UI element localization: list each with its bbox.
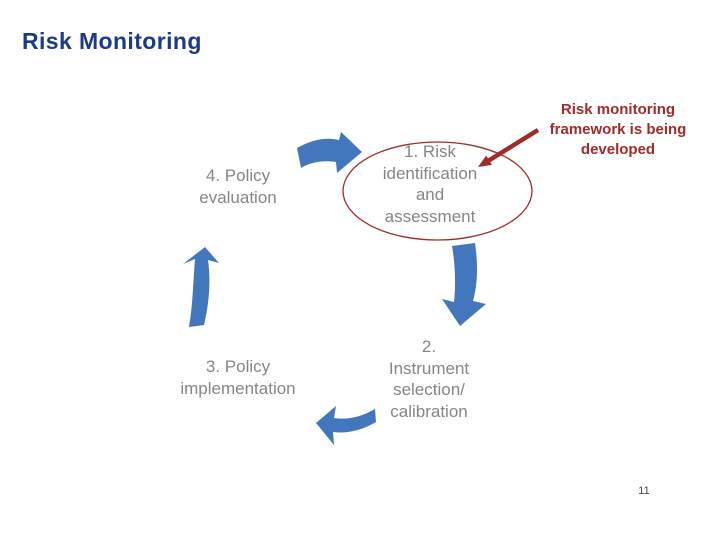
arrow-pointer-icon xyxy=(478,128,540,167)
step-risk-identification: 1. Risk identification and assessment xyxy=(382,142,478,226)
annotation-note: Risk monitoring framework is being devel… xyxy=(549,101,687,158)
step-instrument-selection: 2. Instrument selection/ calibration xyxy=(388,337,470,421)
step-policy-evaluation: 4. Policy evaluation xyxy=(199,166,277,207)
page-number: 11 xyxy=(638,485,650,497)
arrow-up-icon xyxy=(183,247,219,327)
emphasis-ellipse xyxy=(342,141,533,241)
page-title: Risk Monitoring xyxy=(22,28,202,54)
arrow-down-icon xyxy=(442,243,486,326)
arrow-left-icon xyxy=(316,406,376,445)
step-policy-implementation: 3. Policy implementation xyxy=(180,357,296,398)
arrow-right-icon xyxy=(297,132,362,173)
